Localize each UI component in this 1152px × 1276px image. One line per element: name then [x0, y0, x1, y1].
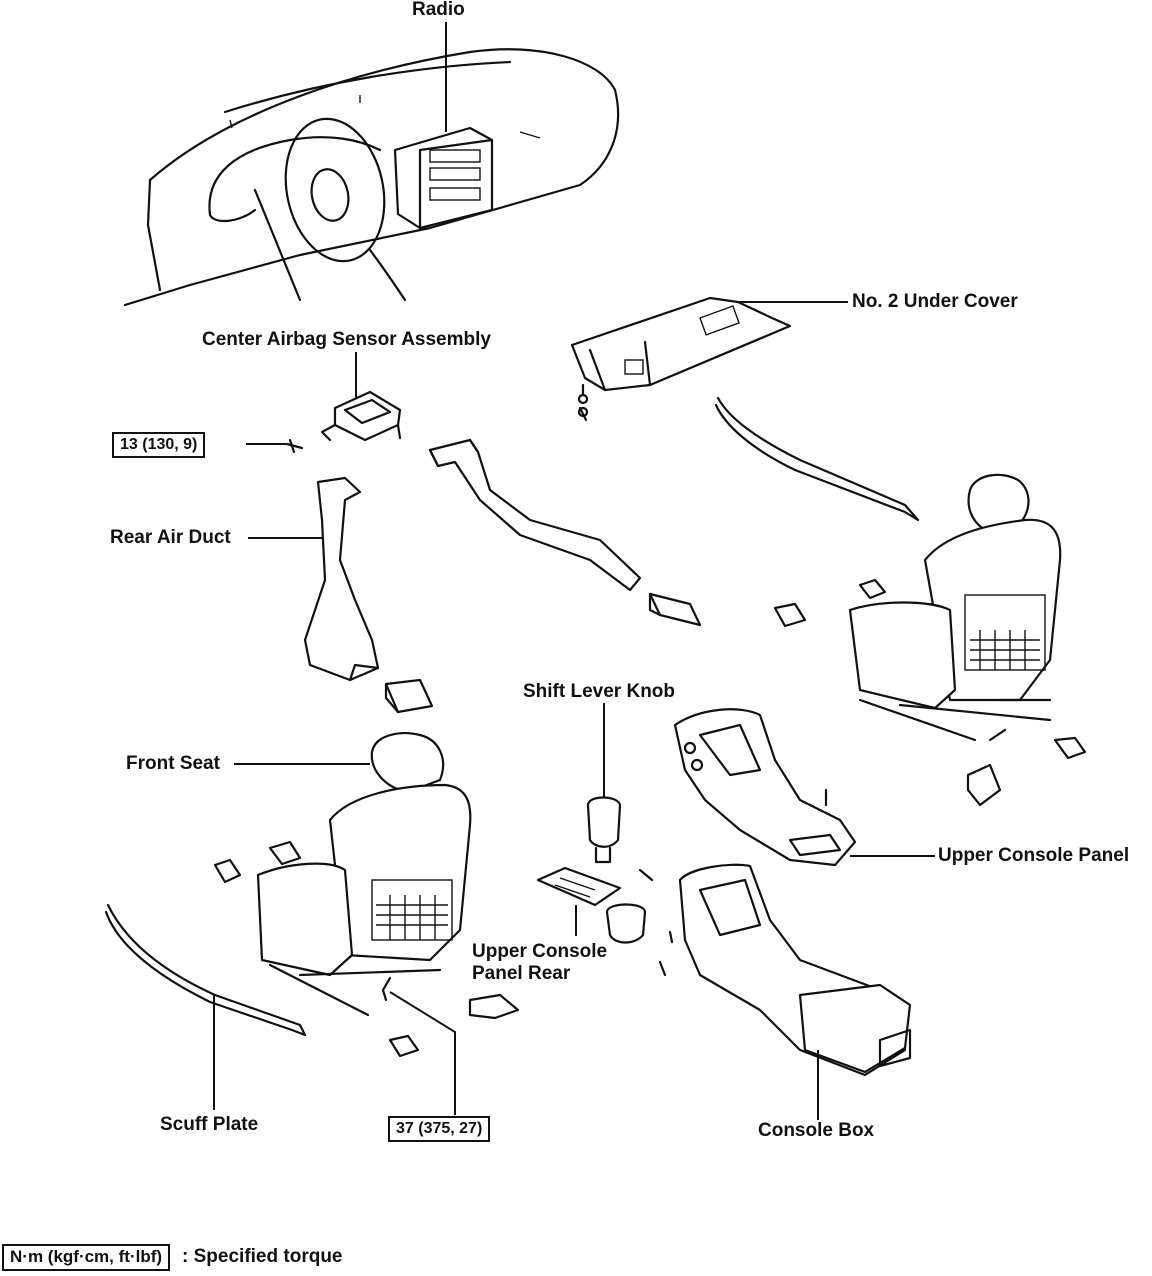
upper-console-panel-rear-drawing	[536, 866, 654, 944]
no2-under-cover-drawing	[570, 296, 848, 422]
left-front-seat-drawing	[213, 732, 520, 1058]
seat-bolt-leader	[389, 991, 456, 1115]
upper-console-panel-rear-label-line1: Upper Console	[472, 941, 608, 962]
no2-under-cover-label: No. 2 Under Cover	[852, 291, 1018, 312]
rear-air-duct-label: Rear Air Duct	[110, 527, 231, 548]
scuff-plate-label: Scuff Plate	[160, 1114, 259, 1135]
seat-torque-box: 37 (375, 27)	[388, 1116, 491, 1142]
torque-legend: N·m (kgf·cm, ft·lbf) : Specified torque	[2, 1244, 343, 1271]
upper-console-panel-label: Upper Console Panel	[938, 845, 1130, 866]
left-scuff-plate-drawing	[104, 903, 307, 1110]
radio-label: Radio	[412, 0, 465, 20]
radio-unit	[393, 22, 494, 230]
center-duct-drawing	[428, 438, 702, 627]
shift-lever-knob-label: Shift Lever Knob	[523, 681, 676, 702]
front-seat-label: Front Seat	[126, 753, 220, 774]
console-box-label: Console Box	[758, 1120, 875, 1141]
right-front-seat-drawing	[773, 473, 1087, 807]
dashboard-drawing	[123, 48, 620, 307]
center-airbag-sensor-label: Center Airbag Sensor Assembly	[202, 329, 491, 350]
console-box-drawing	[658, 863, 912, 1120]
rear-air-duct-drawing	[248, 476, 434, 714]
center-airbag-sensor-drawing	[246, 352, 402, 454]
shift-lever-knob-drawing	[586, 703, 622, 864]
legend-meaning: : Specified torque	[182, 1246, 343, 1267]
sensor-torque-box: 13 (130, 9)	[112, 432, 206, 458]
right-scuff-plate-drawing	[714, 396, 920, 522]
upper-console-panel-drawing	[673, 708, 935, 867]
upper-console-panel-rear-label-line2: Panel Rear	[472, 963, 571, 984]
legend-units-box: N·m (kgf·cm, ft·lbf)	[2, 1244, 171, 1271]
